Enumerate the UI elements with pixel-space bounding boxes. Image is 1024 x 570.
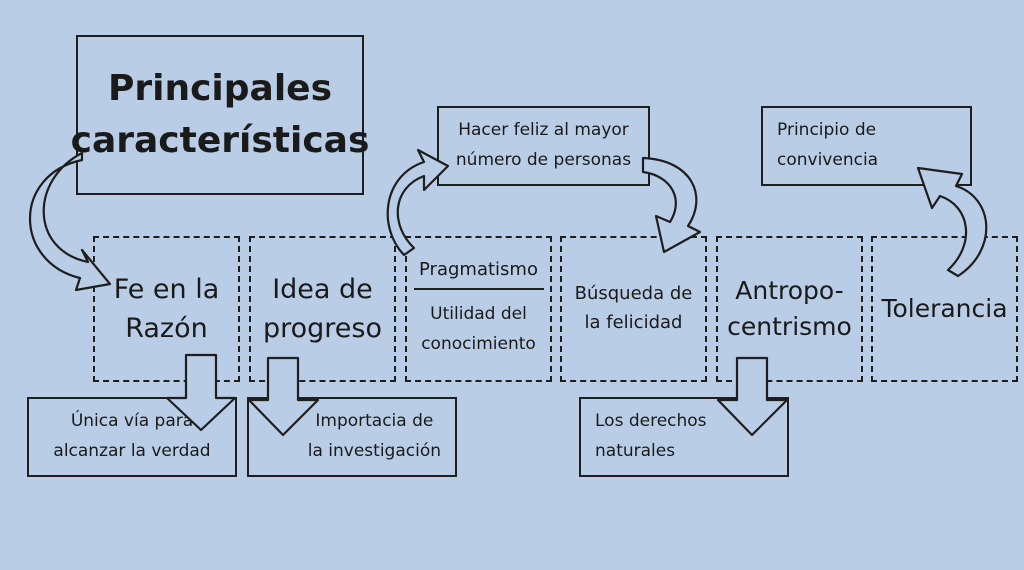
feature-label: Idea de xyxy=(272,273,373,305)
title-line-2: características xyxy=(70,120,370,161)
feature-label: centrismo xyxy=(727,312,852,341)
detail-text: número de personas xyxy=(455,150,632,170)
curved-arrow-icon xyxy=(916,166,988,278)
detail-text: Hacer feliz al mayor xyxy=(458,120,629,141)
title-box: Principales características xyxy=(71,35,369,195)
feature-label: Antropo- xyxy=(735,275,844,305)
feature-antropocentrismo: Antropo- centrismo xyxy=(716,236,863,382)
detail-text: Importacia de xyxy=(315,411,434,432)
feature-idea-de-progreso: Idea de progreso xyxy=(249,236,396,382)
detail-text: Los derechos xyxy=(595,411,707,432)
feature-pragmatismo-sub: conocimiento xyxy=(421,333,536,354)
feature-label: Búsqueda de xyxy=(574,283,693,305)
down-arrow-icon xyxy=(165,353,237,432)
detail-derechos-naturales: Los derechos naturales xyxy=(579,397,789,477)
detail-text: la investigación xyxy=(307,441,441,461)
curved-arrow-icon xyxy=(386,148,450,257)
feature-label: Razón xyxy=(125,313,208,344)
feature-label: la felicidad xyxy=(584,312,683,333)
feature-label: Tolerancia xyxy=(881,293,1008,323)
feature-busqueda-felicidad: Búsqueda de la felicidad xyxy=(560,236,707,382)
down-arrow-icon xyxy=(716,356,789,437)
detail-text: Única vía para xyxy=(70,411,194,432)
feature-pragmatismo-label: Pragmatismo xyxy=(419,258,538,280)
title-line-1: Principales xyxy=(107,67,333,109)
detail-text: naturales xyxy=(595,441,676,461)
feature-fe-en-la-razon: Fe en la Razón xyxy=(93,236,240,382)
detail-text: convivencia xyxy=(777,150,879,170)
down-arrow-icon xyxy=(247,356,320,437)
detail-convivencia: Principio de convivencia xyxy=(761,106,972,186)
divider-line xyxy=(413,287,544,290)
feature-label: progreso xyxy=(262,313,382,344)
curved-arrow-icon xyxy=(28,151,112,292)
feature-tolerancia: Tolerancia xyxy=(871,236,1018,382)
detail-unica-via: Única vía para alcanzar la verdad xyxy=(27,397,237,477)
detail-investigacion: Importacia de la investigación xyxy=(247,397,457,477)
detail-text: Principio de xyxy=(777,120,877,141)
feature-pragmatismo: Pragmatismo Utilidad del conocimiento xyxy=(405,236,552,382)
feature-pragmatismo-sub: Utilidad del xyxy=(430,303,527,324)
feature-label: Fe en la xyxy=(113,273,220,305)
detail-hacer-feliz: Hacer feliz al mayor número de personas xyxy=(437,106,650,186)
detail-text: alcanzar la verdad xyxy=(53,441,211,461)
curved-arrow-icon xyxy=(641,156,702,254)
